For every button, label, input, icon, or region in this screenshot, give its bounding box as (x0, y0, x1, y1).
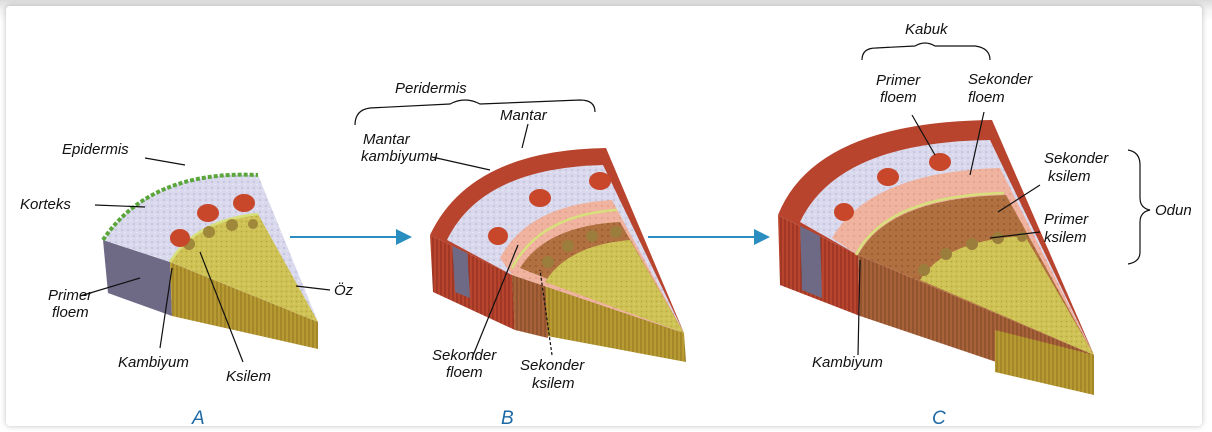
label-oz: Öz (334, 281, 354, 299)
label-c-primer-floem-1: Primer (876, 72, 921, 89)
panel-b-section (430, 148, 686, 362)
label-a-ksilem: Ksilem (226, 368, 271, 385)
label-a-primer-floem-1: Primer (48, 287, 93, 304)
label-mantar: Mantar (500, 107, 548, 124)
label-odun: Odun (1155, 202, 1192, 219)
label-epidermis: Epidermis (62, 141, 129, 158)
panel-letter-a: A (191, 408, 205, 429)
label-mantar-kambiyumu-2: kambiyumu (361, 148, 438, 165)
label-a-kambiyum: Kambiyum (118, 354, 189, 371)
label-mantar-kambiyumu-1: Mantar (363, 131, 411, 148)
label-b-sekonder-floem-2: floem (446, 364, 483, 381)
label-korteks: Korteks (20, 196, 71, 213)
label-c-primer-ksilem-2: ksilem (1044, 229, 1087, 246)
label-c-sekonder-ksilem-2: ksilem (1048, 168, 1091, 185)
label-b-sekonder-ksilem-1: Sekonder (520, 357, 585, 374)
label-b-sekonder-floem-1: Sekonder (432, 347, 497, 364)
label-kabuk: Kabuk (905, 21, 949, 38)
panel-letter-c: C (932, 408, 946, 429)
label-c-primer-floem-2: floem (880, 89, 917, 106)
label-c-kambiyum: Kambiyum (812, 354, 883, 371)
label-c-sekonder-floem-2: floem (968, 89, 1005, 106)
label-peridermis: Peridermis (395, 80, 467, 97)
label-c-primer-ksilem-1: Primer (1044, 211, 1089, 228)
label-a-primer-floem-2: floem (52, 304, 89, 321)
label-c-sekonder-floem-1: Sekonder (968, 71, 1033, 88)
label-b-sekonder-ksilem-2: ksilem (532, 375, 575, 392)
label-c-sekonder-ksilem-1: Sekonder (1044, 150, 1109, 167)
panel-letter-b: B (501, 408, 514, 429)
panel-a-section (103, 175, 318, 349)
